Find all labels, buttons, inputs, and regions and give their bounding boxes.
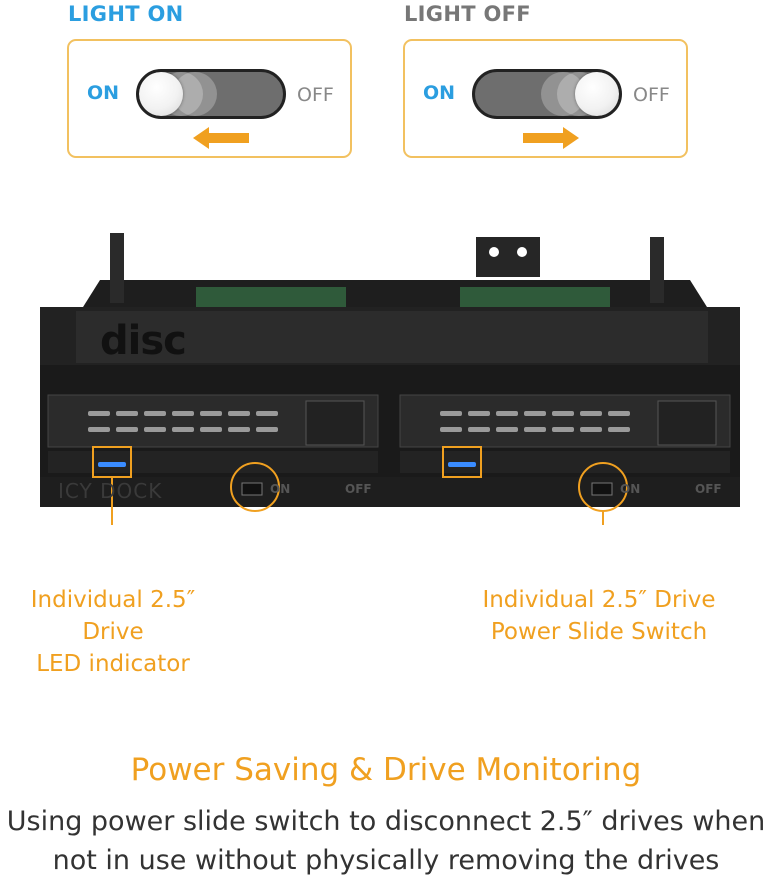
switch-callout-line2: Power Slide Switch	[490, 619, 708, 645]
led-indicator-callout: Individual 2.5″ Drive LED indicator	[0, 584, 226, 680]
light-on-panel: ON OFF	[67, 39, 352, 158]
description-line1: Using power slide switch to disconnect 2…	[6, 806, 766, 837]
light-on-off-label: OFF	[297, 84, 334, 106]
left-switch-off-label: OFF	[345, 482, 372, 496]
description-line2: not in use without physically removing t…	[52, 845, 720, 876]
right-switch-on-label: ON	[620, 482, 641, 496]
light-off-title: LIGHT OFF	[404, 2, 531, 26]
power-switch-callout: Individual 2.5″ Drive Power Slide Switch	[478, 584, 720, 648]
light-off-toggle[interactable]	[472, 69, 622, 119]
light-off-on-label: ON	[423, 82, 456, 104]
light-off-off-label: OFF	[633, 84, 670, 106]
light-off-panel: ON OFF	[403, 39, 688, 158]
switch-callout-line1: Individual 2.5″ Drive	[482, 587, 716, 613]
right-switch-off-label: OFF	[695, 482, 722, 496]
light-on-toggle[interactable]	[136, 69, 286, 119]
toggle-knob[interactable]	[139, 72, 183, 116]
led-callout-line2: LED indicator	[36, 651, 190, 677]
arrow-left-icon	[193, 127, 249, 149]
led-callout-line1: Individual 2.5″ Drive	[30, 587, 196, 645]
toggle-knob[interactable]	[575, 72, 619, 116]
drive-bay-device	[40, 233, 740, 525]
left-switch-on-label: ON	[270, 482, 291, 496]
icy-dock-logo: ICY DOCK	[58, 479, 163, 503]
arrow-right-icon	[523, 127, 579, 149]
disc-logo: disc	[100, 318, 187, 364]
description: Using power slide switch to disconnect 2…	[0, 802, 772, 880]
light-on-on-label: ON	[87, 82, 120, 104]
headline: Power Saving & Drive Monitoring	[130, 752, 642, 788]
light-on-title: LIGHT ON	[68, 2, 184, 26]
